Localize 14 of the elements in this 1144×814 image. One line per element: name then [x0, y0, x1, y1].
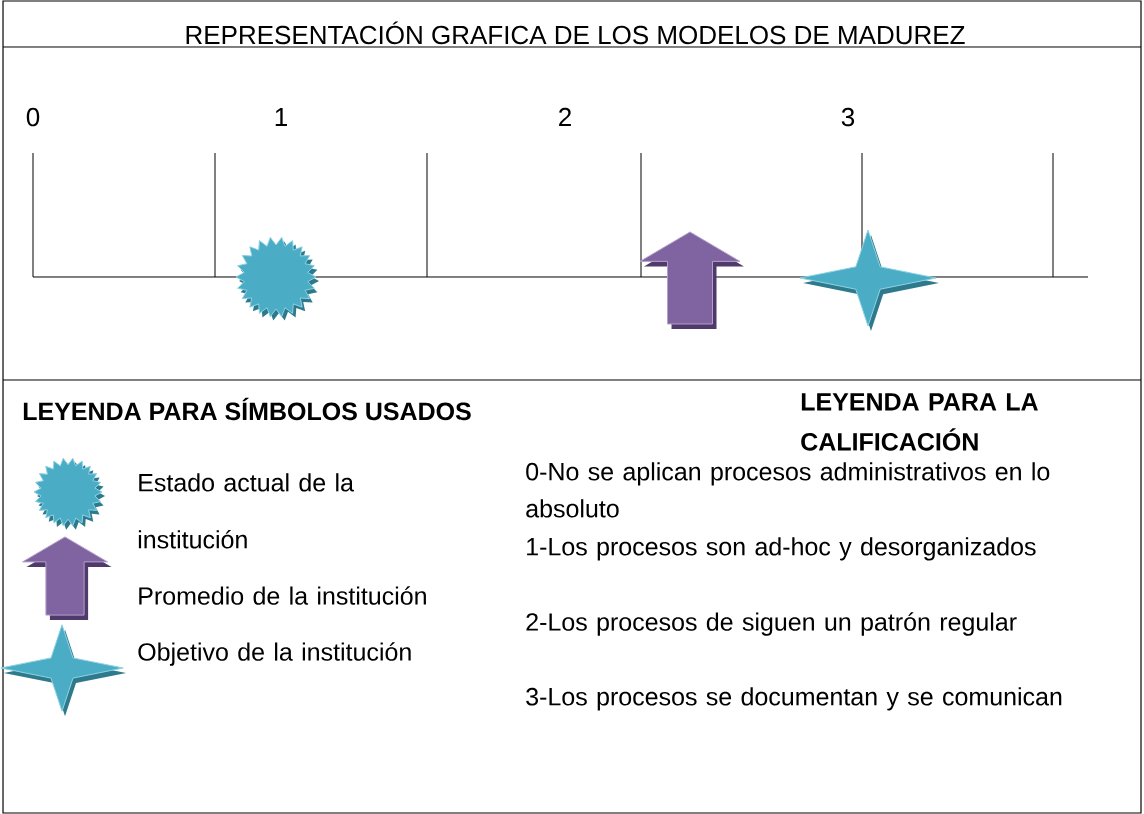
legend-heading: LEYENDA PARA LA CALIFICACIÓN — [801, 393, 1038, 451]
rating-description: 0-No se aplican procesos administrativos en lo absoluto — [526, 462, 1050, 518]
title: REPRESENTACIÓN GRAFICA DE LOS MODELOS DE MADUREZ — [186, 21, 965, 45]
legend-text: Promedio de la institución — [139, 586, 426, 605]
rating-description: 2-Los procesos de siguen un patrón regular — [526, 612, 1017, 636]
tick-label: 0 — [26, 107, 40, 127]
legend-text: Objetivo de la institución — [138, 642, 411, 666]
legend-text: Estado actual de la institución — [138, 473, 354, 549]
rating-description: 1-Los procesos son ad-hoc y desorganizados — [527, 537, 1036, 561]
tick-label: 2 — [559, 107, 571, 126]
rating-description: 3-Los procesos se documentan y se comunican — [526, 687, 1062, 711]
tick-label: 1 — [275, 108, 287, 126]
tick-label: 3 — [841, 107, 855, 127]
legend-heading: LEYENDA PARA SÍMBOLOS USADOS — [23, 397, 471, 421]
